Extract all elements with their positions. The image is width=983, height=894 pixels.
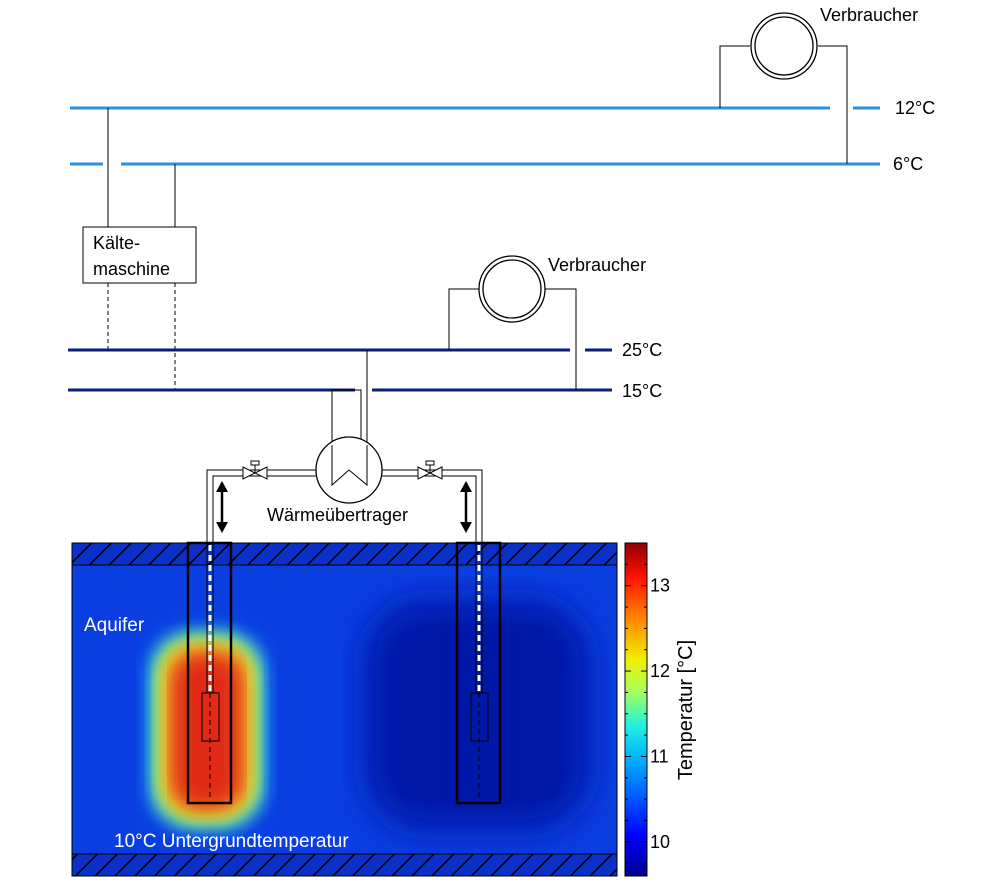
flow-arrow-left-icon xyxy=(216,481,228,533)
colorbar-tick-label: 10 xyxy=(650,832,670,852)
temp-25-label: 25°C xyxy=(622,340,662,360)
consumer-mid xyxy=(478,255,546,323)
aquifer-field xyxy=(71,542,618,877)
well-right xyxy=(455,541,502,805)
temp-12-label: 12°C xyxy=(895,98,935,118)
colorbar-title: Temperatur [°C] xyxy=(675,640,697,780)
colorbar-ticks: 13 12 11 10 xyxy=(625,542,670,864)
chiller-label-line1: Kälte- xyxy=(93,233,140,253)
well-left xyxy=(186,541,233,805)
cold-network xyxy=(70,45,880,227)
chiller-dashed-connections xyxy=(107,283,176,390)
aquifer-label: Aquifer xyxy=(84,615,145,636)
warm-plume xyxy=(148,630,266,830)
consumer-top xyxy=(750,12,818,80)
consumer-mid-label: Verbraucher xyxy=(548,255,646,275)
chiller-label-line2: maschine xyxy=(93,259,170,279)
temp-15-label: 15°C xyxy=(622,381,662,401)
heat-exchanger-label: Wärmeübertrager xyxy=(267,505,408,525)
ground-temp-label: 10°C Untergrundtemperatur xyxy=(114,831,349,852)
colorbar-tick-label: 11 xyxy=(650,746,669,766)
colorbar: 13 12 11 10 xyxy=(624,542,670,877)
colorbar-tick-label: 13 xyxy=(650,576,670,596)
consumer-top-label: Verbraucher xyxy=(820,5,918,25)
chiller-box xyxy=(82,226,197,284)
valve-left-icon xyxy=(242,460,268,480)
well-piping xyxy=(206,469,483,545)
temp-6-label: 6°C xyxy=(893,154,923,174)
valve-right-icon xyxy=(417,460,443,480)
warm-network xyxy=(68,288,612,470)
flow-arrow-right-icon xyxy=(460,481,472,533)
heat-exchanger-icon xyxy=(315,436,383,504)
colorbar-tick-label: 12 xyxy=(650,661,670,681)
